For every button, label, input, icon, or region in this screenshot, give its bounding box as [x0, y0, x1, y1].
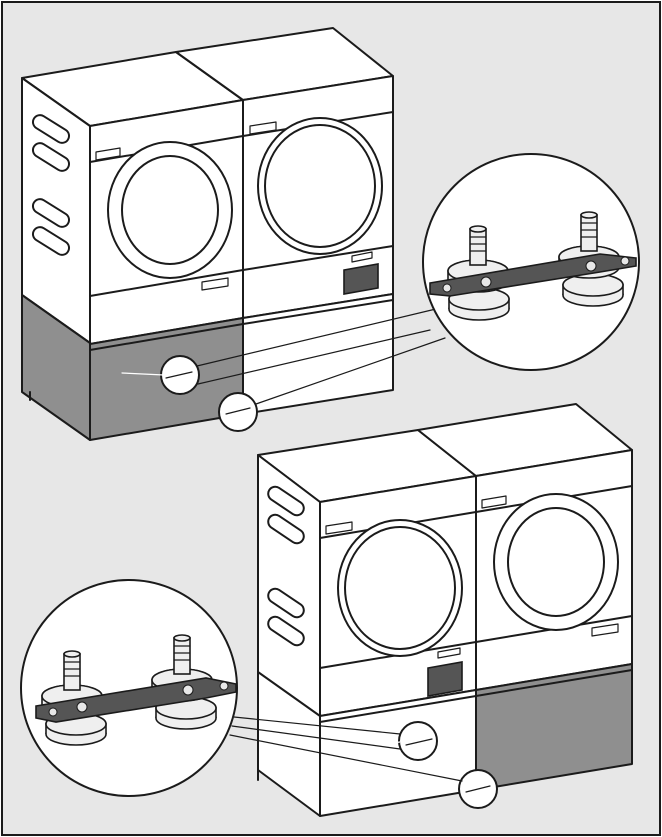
bottom-washer-base-front [475, 663, 633, 791]
bottom-connector-circle-upper [398, 721, 438, 761]
bottom-dryer-side-vents [267, 485, 305, 647]
bottom-scene [20, 403, 633, 817]
bottom-dryer-grille [427, 661, 463, 697]
top-washer-side-vents [31, 114, 71, 256]
top-dryer-grille [343, 263, 379, 295]
top-connector-circle-lower [218, 392, 258, 432]
bottom-detail-hardware [35, 634, 237, 746]
top-detail-hardware [429, 211, 637, 321]
top-scene [21, 27, 640, 441]
top-dryer-base-front [242, 293, 394, 415]
top-connection-plate [429, 253, 637, 297]
